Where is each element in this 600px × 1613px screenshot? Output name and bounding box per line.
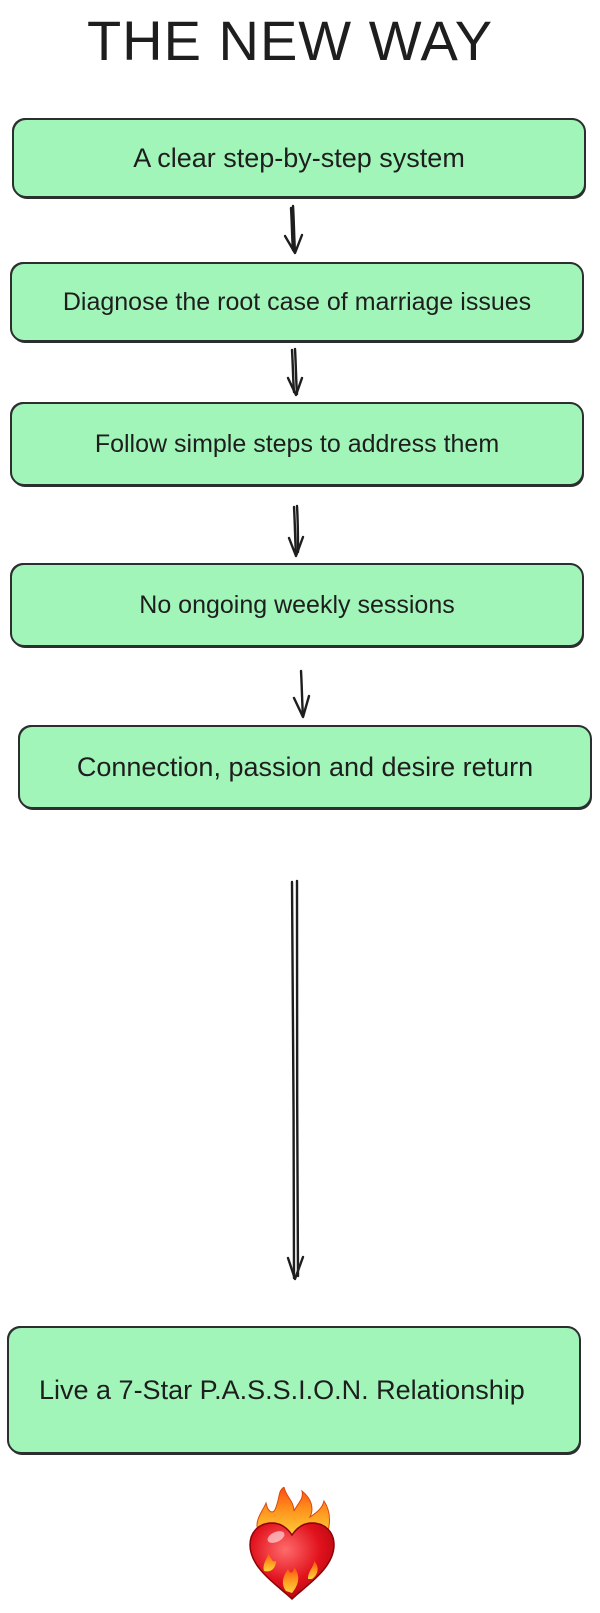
step-box-6: Live a 7-Star P.A.S.S.I.O.N. Relationshi… (7, 1326, 581, 1454)
heart-on-fire-icon (249, 1487, 335, 1601)
arrow-5-to-6 (286, 879, 305, 1281)
arrow-3-to-4 (287, 504, 305, 558)
step-label-1: A clear step-by-step system (133, 142, 465, 173)
arrow-4-to-5 (292, 669, 311, 719)
step-label-4: No ongoing weekly sessions (139, 590, 455, 619)
step-label-6: Live a 7-Star P.A.S.S.I.O.N. Relationshi… (39, 1374, 525, 1405)
step-box-1: A clear step-by-step system (12, 118, 586, 198)
arrow-1-to-2 (283, 204, 304, 255)
page-title: THE NEW WAY (86, 9, 494, 72)
arrow-2-to-3 (286, 347, 304, 397)
step-label-5: Connection, passion and desire return (76, 751, 534, 782)
step-box-3: Follow simple steps to address them (10, 402, 584, 486)
step-label-2: Diagnose the root case of marriage issue… (62, 287, 532, 316)
step-box-4: No ongoing weekly sessions (10, 563, 584, 647)
step-box-5: Connection, passion and desire return (18, 725, 592, 809)
step-box-2: Diagnose the root case of marriage issue… (10, 262, 584, 342)
step-label-3: Follow simple steps to address them (94, 429, 500, 458)
